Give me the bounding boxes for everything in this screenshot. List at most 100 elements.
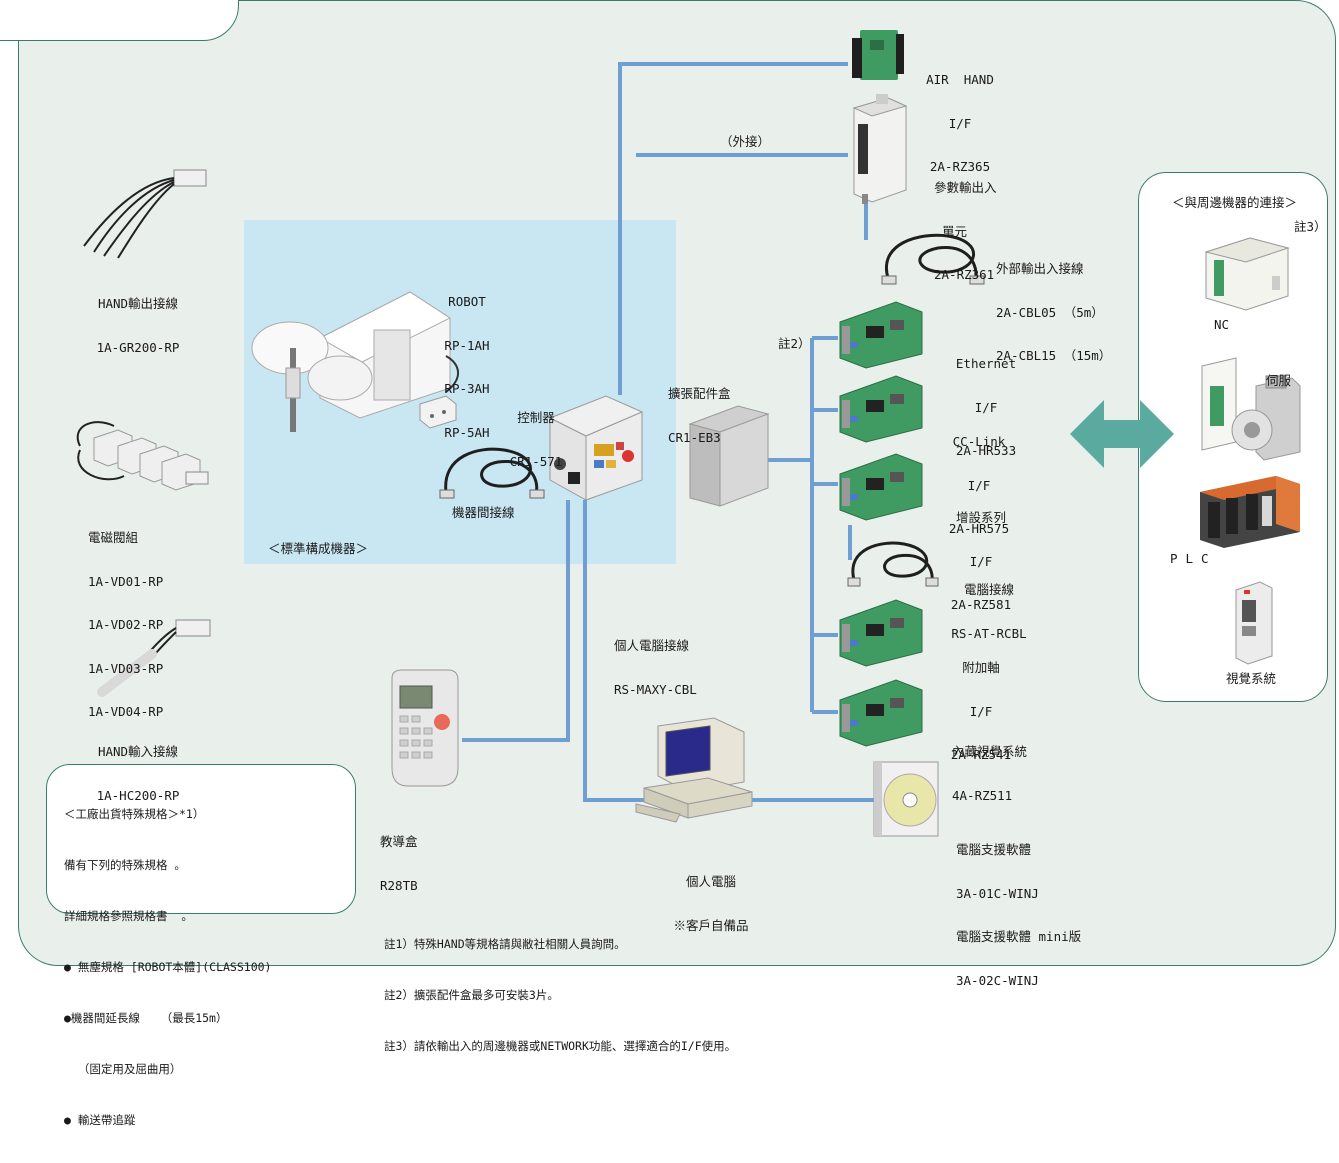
ext-io-cable-label: 外部輸出入接線 2A-CBL05 （5m） 2A-CBL15 （15m）: [996, 233, 1111, 393]
air-hand-if: I/F: [948, 115, 972, 131]
hand-output-cable-image: [83, 169, 207, 259]
teach-box-model: R28TB: [380, 877, 418, 893]
footnote-2: 註2）擴張配件盒最多可安裝3片。: [384, 988, 559, 1002]
solenoid-model-3: 1A-VD03-RP: [88, 660, 164, 676]
software-model: 3A-01C-WINJ: [956, 885, 1039, 901]
serial-name: 增設系列: [955, 510, 1006, 525]
serial-model: 2A-RZ581: [950, 597, 1012, 612]
ext-io-cable-model-15m: 2A-CBL15 （15m）: [996, 348, 1112, 363]
ethernet-label: Ethernet I/F 2A-HR533: [946, 328, 1026, 488]
footnote-3: 註3）請依輸出入的周邊機器或NETWORK功能、選擇適合的I/F使用。: [384, 1039, 737, 1053]
teach-box-image: [391, 669, 459, 787]
addaxis-if: I/F: [969, 703, 993, 719]
expansion-box-model: CR1-EB3: [668, 429, 721, 445]
hand-output-model: 1A-GR200-RP: [96, 339, 180, 355]
solenoid-model-4: 1A-VD04-RP: [88, 704, 164, 719]
software-cd-image: [873, 761, 939, 837]
pc-image: [635, 717, 753, 823]
hand-input-model: 1A-HC200-RP: [96, 787, 180, 803]
expansion-box-image: [688, 405, 770, 507]
addaxis-label: 附加軸 I/F 2A-RZ541: [946, 632, 1016, 792]
serial-label: 增設系列 I/F 2A-RZ581: [946, 482, 1016, 642]
teach-box-name: 教導盒: [380, 834, 418, 849]
special-specs-item-cable: ●機器間延長線 （最長15m）: [64, 1011, 228, 1025]
param-io-unit: 單元: [942, 223, 968, 239]
software-mini-model: 3A-02C-WINJ: [956, 972, 1039, 988]
addaxis-name: 附加軸: [962, 660, 1000, 675]
wire-teach: [462, 500, 570, 742]
hand-input-name: HAND輸入接線: [97, 744, 179, 759]
plc-label: PLC: [1170, 551, 1217, 566]
ethernet-model: 2A-HR533: [955, 443, 1017, 458]
hand-output-name: HAND輸出接線: [97, 296, 179, 311]
servo-image: [1201, 357, 1301, 461]
pc-cable-image: [847, 541, 939, 587]
hand-output-label: HAND輸出接線 1A-GR200-RP: [80, 268, 196, 384]
controller-label: 控制器 CR1-571: [496, 382, 576, 498]
robot-model-5: RP-5AH: [444, 424, 490, 440]
cclink-name: CC-Link: [952, 434, 1006, 449]
interconnect-cable-label: 機器間接線: [452, 505, 515, 520]
wire-controller-trunk: [618, 62, 848, 395]
pc-link-cable-model: RS-MAXY-CBL: [614, 681, 697, 697]
solenoid-model-1: 1A-VD01-RP: [88, 573, 164, 589]
pc-link-cable-name: 個人電腦接線: [614, 638, 690, 653]
air-hand-name: AIR HAND: [926, 72, 994, 87]
special-specs-item-clean: ● 無塵規格 [ROBOT本體](CLASS100): [64, 960, 272, 974]
robot-model-3: RP-3AH: [444, 381, 490, 396]
footnotes: 註1）特殊HAND等規格請與敝社相關人員詢問。 註2）擴張配件盒最多可安裝3片。…: [384, 902, 736, 1089]
cclink-model: 2A-HR575: [948, 521, 1010, 536]
robot-label: ROBOT RP-1AH RP-3AH RP-5AH: [432, 266, 502, 469]
param-io-model: 2A-RZ361: [934, 267, 995, 282]
vision-if-name: 內藏視覺系統: [952, 744, 1028, 759]
diagram-canvas: AIR HAND I/F 2A-RZ365 （外接） 參數輸出入 單元 2A-R…: [0, 0, 1336, 1127]
special-specs-line-1: 備有下列的特殊規格 。: [64, 858, 186, 872]
pc-link-cable-label: 個人電腦接線 RS-MAXY-CBL: [614, 610, 697, 726]
expansion-box-label: 擴張配件盒 CR1-EB3: [668, 358, 731, 474]
solenoid-name: 電磁閥組: [88, 530, 139, 545]
personal-pc-note: ※客戶自備品: [673, 917, 749, 933]
controller-model: CR1-571: [509, 453, 563, 469]
hand-input-label: HAND輸入接線 1A-HC200-RP: [80, 716, 196, 832]
air-hand-board-image: [852, 30, 904, 80]
solenoid-label: 電磁閥組 1A-VD01-RP 1A-VD02-RP 1A-VD03-RP 1A…: [88, 502, 163, 749]
board-image-serial: [839, 453, 923, 521]
expansion-box-name: 擴張配件盒: [668, 386, 731, 401]
special-specs-text: ＜工廠出貨特殊規格＞*1） 備有下列的特殊規格 。 詳細規格參照規格書 。 ● …: [64, 772, 271, 1163]
param-io-name: 參數輸出入: [934, 180, 997, 195]
nc-image: [1204, 237, 1290, 311]
note2-mark: 註2）: [778, 336, 811, 351]
connection-wires: [462, 62, 880, 802]
peripheral-note: 註3）: [1294, 219, 1327, 234]
cclink-if: I/F: [967, 477, 991, 493]
solenoid-valve-image: [76, 421, 209, 491]
wire-pc: [583, 500, 662, 802]
board-image-vision: [839, 679, 923, 747]
servo-label: 伺服: [1266, 373, 1292, 388]
ethernet-name: Ethernet: [955, 356, 1017, 371]
ext-io-cable-model-5m: 2A-CBL05 （5m）: [996, 304, 1104, 320]
personal-pc-name: 個人電腦: [685, 874, 736, 889]
vision-system-label: 視覺系統: [1226, 671, 1277, 686]
personal-pc-label: 個人電腦 ※客戶自備品: [666, 846, 756, 962]
vision-system-image: [1235, 581, 1273, 665]
robot-title: ROBOT: [448, 294, 486, 309]
special-specs-title: ＜工廠出貨特殊規格＞*1）: [64, 807, 205, 821]
peripheral-title: ＜與周邊機器的連接＞: [1172, 195, 1298, 210]
board-image-cclink: [839, 375, 923, 443]
special-specs-item-cable-note: （固定用及屈曲用）: [64, 1062, 182, 1076]
air-hand-model: 2A-RZ365: [929, 159, 991, 174]
board-image-ethernet: [839, 301, 923, 369]
controller-name: 控制器: [517, 410, 555, 425]
special-specs-box: [46, 764, 356, 914]
board-image-addaxis: [839, 599, 923, 667]
nc-label: NC: [1214, 317, 1230, 332]
addaxis-model: 2A-RZ541: [950, 747, 1012, 762]
param-io-unit-image: [852, 94, 908, 204]
air-hand-label: AIR HAND I/F 2A-RZ365: [910, 44, 1010, 204]
software-name: 電腦支援軟體: [956, 842, 1032, 857]
external-connection-label: （外接）: [720, 134, 771, 149]
vision-if-model: 4A-RZ511: [952, 787, 1013, 803]
plc-image: [1200, 476, 1300, 548]
standard-equipment-label: ＜標準構成機器＞: [268, 541, 369, 556]
